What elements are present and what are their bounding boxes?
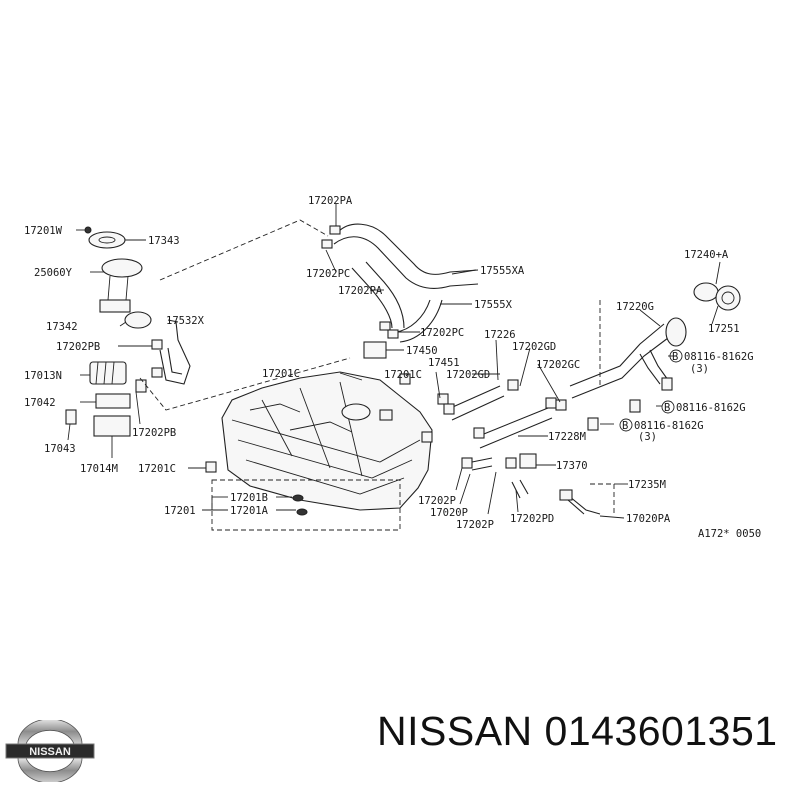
label-17226: 17226: [484, 329, 516, 341]
label-17240A: 17240+A: [684, 249, 729, 261]
bolt-mark-1: [669, 349, 683, 363]
label-17202P-lower: 17202P: [456, 519, 494, 531]
label-17450: 17450: [406, 345, 438, 357]
label-17235M: 17235M: [628, 479, 666, 491]
label-17343: 17343: [148, 235, 180, 247]
vent-hoses: [321, 223, 479, 343]
label-17451: 17451: [428, 357, 460, 369]
bolt-marks: B B B: [619, 349, 683, 432]
label-17202GD-right: 17202GD: [512, 341, 556, 353]
nissan-logo: NISSAN: [5, 720, 95, 782]
label-17202PA-top: 17202PA: [308, 195, 353, 207]
part-number-title: NISSAN 0143601351: [377, 708, 778, 754]
part-labels: 17202PA 17201W 17343 25060Y 17202PC 1755…: [24, 195, 761, 540]
label-17201C-small: 17201C: [384, 369, 422, 381]
bolt-mark-2-text: B: [664, 402, 670, 414]
label-17220G: 17220G: [616, 301, 654, 313]
label-17202P-upper: 17202P: [418, 495, 456, 507]
label-17013N: 17013N: [24, 370, 62, 382]
fuel-tank: [221, 371, 433, 511]
label-17202PC-lower: 17202PC: [420, 327, 464, 339]
bolt-mark-2: [661, 400, 675, 414]
filler-neck: [569, 282, 741, 431]
label-17202PD: 17202PD: [510, 513, 554, 525]
label-17555XA: 17555XA: [480, 265, 525, 277]
label-17202PC-upper: 17202PC: [306, 268, 350, 280]
label-qty-1: (3): [690, 363, 709, 375]
label-17202PB-upper: 17202PB: [56, 341, 100, 353]
label-08116-8162G-2: 08116-8162G: [676, 402, 746, 414]
label-17342: 17342: [46, 321, 78, 333]
leader-lines: [67, 204, 721, 519]
fasteners: [205, 461, 308, 516]
label-08116-8162G-3: 08116-8162G: [634, 420, 704, 432]
reference-code: A172* 0050: [698, 528, 761, 540]
fuel-pump-assembly: [65, 226, 191, 437]
logo-text: NISSAN: [29, 746, 71, 758]
label-17201C-lower: 17201C: [138, 463, 176, 475]
label-17020PA: 17020PA: [626, 513, 671, 525]
label-17202PB-lower: 17202PB: [132, 427, 176, 439]
label-17251: 17251: [708, 323, 740, 335]
center-pipes: [363, 341, 601, 515]
label-17532X: 17532X: [166, 315, 205, 327]
label-17555X: 17555X: [474, 299, 513, 311]
bolt-mark-3-text: B: [622, 420, 628, 432]
label-qty-3: (3): [638, 431, 657, 443]
bolt-mark-3: [619, 418, 633, 432]
label-17228M: 17228M: [548, 431, 586, 443]
label-08116-8162G-1: 08116-8162G: [684, 351, 754, 363]
label-17201C-center: 17201C: [262, 368, 300, 380]
label-25060Y: 25060Y: [34, 267, 73, 279]
label-17201: 17201: [164, 505, 196, 517]
label-17042: 17042: [24, 397, 56, 409]
label-17201W: 17201W: [24, 225, 63, 237]
label-17043: 17043: [44, 443, 76, 455]
label-17014M: 17014M: [80, 463, 118, 475]
label-17370: 17370: [556, 460, 588, 472]
bolt-mark-1-text: B: [672, 351, 678, 363]
label-17202PA-mid: 17202PA: [338, 285, 383, 297]
label-17020P: 17020P: [430, 507, 468, 519]
label-17202GC-upper: 17202GC: [536, 359, 580, 371]
label-17201B: 17201B: [230, 492, 268, 504]
label-17201A: 17201A: [230, 505, 269, 517]
label-17202GD-left: 17202GD: [446, 369, 490, 381]
